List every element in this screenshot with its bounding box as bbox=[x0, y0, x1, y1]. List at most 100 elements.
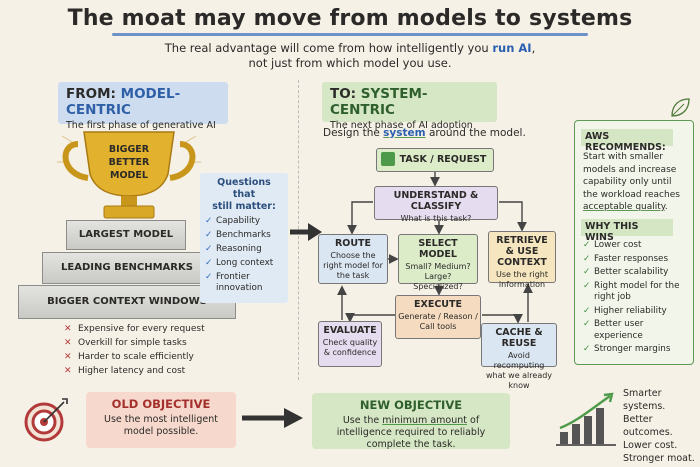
node-title: TASK / REQUEST bbox=[399, 154, 487, 165]
from-subtitle: The first phase of generative AI bbox=[66, 120, 216, 131]
flow-connectors bbox=[337, 172, 533, 324]
check-icon: ✓ bbox=[583, 305, 591, 316]
flow-node-retrieve: RETRIEVE & USE CONTEXT Use the right inf… bbox=[488, 231, 556, 289]
trophy-text-2: BETTER bbox=[109, 157, 150, 168]
reason-label: Better scalability bbox=[594, 267, 669, 277]
question-item: ✓Frontier innovation bbox=[205, 272, 283, 294]
flow-node-understand: UNDERSTAND & CLASSIFY What is this task? bbox=[374, 186, 498, 223]
question-item: ✓Long context bbox=[205, 258, 283, 269]
check-icon: ✓ bbox=[205, 272, 213, 282]
question-label: Capability bbox=[216, 216, 261, 226]
reason-label: Lower cost bbox=[594, 240, 642, 250]
aws-recommends-title: AWS RECOMMENDS: bbox=[581, 129, 673, 153]
old-objective-text: Use the most intelligent model possible. bbox=[104, 414, 218, 437]
aws-recommendation: Start with smaller models and increase c… bbox=[583, 151, 689, 214]
node-title: EXECUTE bbox=[414, 299, 462, 310]
node-subtitle: Check quality & confidence bbox=[322, 338, 378, 357]
new-objective-title: NEW OBJECTIVE bbox=[359, 398, 463, 412]
questions-title: Questions that still matter: bbox=[205, 177, 283, 213]
pedestal-step-largest-model: LARGEST MODEL bbox=[66, 220, 186, 250]
aws-why-title: WHY THIS WINS bbox=[581, 219, 673, 243]
check-icon: ✓ bbox=[583, 319, 591, 329]
to-subtitle: The next phase of AI adoption bbox=[330, 120, 473, 131]
pedestal-step-leading-benchmarks: LEADING BENCHMARKS bbox=[42, 252, 212, 284]
check-icon: ✓ bbox=[205, 258, 213, 268]
new-objective-highlight: minimum amount bbox=[382, 415, 467, 426]
aws-recommend-text: Start with smaller models and increase c… bbox=[583, 152, 680, 200]
growth-chart-icon bbox=[556, 392, 616, 446]
subtitle-punct: , bbox=[531, 41, 536, 55]
outcome-item: Stronger moat. bbox=[623, 453, 695, 464]
aws-recommend-post: . bbox=[664, 202, 668, 212]
design-pre: Design the bbox=[323, 127, 384, 139]
transition-arrow-icon bbox=[290, 223, 322, 241]
con-item: ✕ Harder to scale efficiently bbox=[64, 351, 294, 363]
reason-item: ✓Higher reliability bbox=[583, 306, 693, 318]
aws-reasons-list: ✓Lower cost ✓Faster responses ✓Better sc… bbox=[583, 240, 693, 358]
reason-item: ✓Better scalability bbox=[583, 267, 693, 279]
reason-item: ✓Faster responses bbox=[583, 254, 693, 266]
check-icon: ✓ bbox=[583, 344, 591, 354]
check-icon: ✓ bbox=[205, 244, 213, 254]
cons-list: ✕Expensive for every request ✕Overkill f… bbox=[64, 323, 294, 379]
to-banner: TO: SYSTEM-CENTRIC The next phase of AI … bbox=[322, 82, 497, 131]
con-item: ✕ Overkill for simple tasks bbox=[64, 337, 294, 349]
design-statement: Design the system around the model. bbox=[323, 127, 573, 139]
con-label: Harder to scale efficiently bbox=[78, 352, 194, 362]
flow-node-select-model: SELECT MODEL Small? Medium? Large? Speci… bbox=[398, 234, 478, 291]
outcome-item: Lower cost. bbox=[623, 440, 678, 451]
check-icon: ✓ bbox=[205, 216, 213, 226]
check-icon: ✓ bbox=[583, 267, 591, 277]
reason-item: ✓Better user experience bbox=[583, 319, 693, 342]
title-underline bbox=[112, 33, 588, 36]
question-item: ✓Reasoning bbox=[205, 244, 283, 255]
reason-item: ✓Right model for the right job bbox=[583, 281, 693, 304]
reason-label: Higher reliability bbox=[594, 305, 667, 316]
flow-node-execute: EXECUTE Generate / Reason / Call tools bbox=[395, 295, 481, 339]
from-banner: FROM: MODEL-CENTRIC The first phase of g… bbox=[58, 82, 228, 131]
question-item: ✓Benchmarks bbox=[205, 230, 283, 241]
question-label: Benchmarks bbox=[216, 230, 271, 240]
question-item: ✓Capability bbox=[205, 216, 283, 227]
con-label: Higher latency and cost bbox=[78, 366, 186, 376]
aws-recommend-highlight: acceptable quality bbox=[583, 202, 665, 212]
new-objective-pre: Use the bbox=[342, 415, 383, 426]
cross-icon: ✕ bbox=[64, 338, 72, 348]
question-label: Reasoning bbox=[216, 244, 262, 254]
outcomes-list: Smarter systems. Better outcomes. Lower … bbox=[623, 387, 699, 465]
new-objective-post: of intelligence required to reliably com… bbox=[336, 415, 486, 450]
trophy-text-1: BIGGER bbox=[109, 144, 150, 155]
to-name: SYSTEM-CENTRIC bbox=[330, 86, 428, 118]
question-label: Long context bbox=[216, 258, 274, 268]
subtitle-line2: not just from which model you use. bbox=[248, 56, 452, 70]
design-highlight: system bbox=[383, 127, 426, 139]
cross-icon: ✕ bbox=[64, 352, 72, 362]
pedestal-step-bigger-context: BIGGER CONTEXT WINDOWS bbox=[18, 285, 236, 319]
page-title: The moat may move from models to systems bbox=[67, 6, 633, 31]
check-icon: ✓ bbox=[583, 280, 591, 291]
node-title: CACHE & REUSE bbox=[495, 327, 543, 349]
con-label: Overkill for simple tasks bbox=[78, 338, 187, 348]
node-subtitle: Choose the right model for the task bbox=[323, 251, 383, 280]
flow-node-route: ROUTE Choose the right model for the tas… bbox=[318, 234, 388, 284]
reason-label: Stronger margins bbox=[594, 344, 671, 354]
questions-list: ✓Capability ✓Benchmarks ✓Reasoning ✓Long… bbox=[205, 216, 283, 294]
from-label: FROM: bbox=[66, 86, 116, 102]
old-objective-card: OLD OBJECTIVE Use the most intelligent m… bbox=[86, 392, 236, 448]
objective-arrow-icon bbox=[242, 408, 303, 428]
check-icon: ✓ bbox=[583, 240, 591, 250]
subtitle-text: The real advantage will come from how in… bbox=[164, 41, 493, 55]
check-icon: ✓ bbox=[205, 230, 213, 240]
reason-item: ✓Lower cost bbox=[583, 240, 693, 252]
reason-item: ✓Stronger margins bbox=[583, 344, 693, 356]
reason-label: Better user experience bbox=[594, 319, 644, 341]
check-icon: ✓ bbox=[583, 253, 591, 264]
node-subtitle: Generate / Reason / Call tools bbox=[398, 312, 478, 331]
page-subtitle: The real advantage will come from how in… bbox=[0, 41, 700, 71]
target-icon bbox=[24, 398, 68, 442]
cross-icon: ✕ bbox=[64, 324, 72, 334]
node-title: EVALUATE bbox=[323, 325, 377, 336]
node-subtitle: Small? Medium? Large? Specialized? bbox=[405, 262, 471, 291]
flow-node-task: TASK / REQUEST bbox=[376, 148, 494, 172]
old-objective-title: OLD OBJECTIVE bbox=[111, 397, 211, 411]
